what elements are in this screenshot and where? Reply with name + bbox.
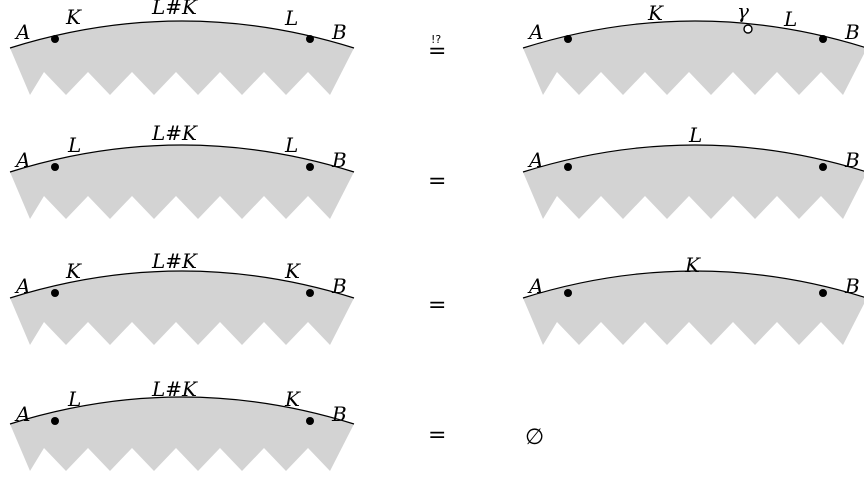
row-2-right-diagram: A L B bbox=[522, 123, 864, 219]
left-dot bbox=[564, 163, 572, 171]
label-mid: L#K bbox=[151, 377, 198, 401]
label-mid: L#K bbox=[151, 0, 198, 19]
relation-mark: !? bbox=[431, 33, 441, 46]
label-left-dot: K bbox=[65, 259, 82, 283]
left-dot bbox=[51, 417, 59, 425]
row-3: A K L#K K B = A K B bbox=[9, 249, 864, 345]
label-b: B bbox=[331, 402, 347, 426]
label-2: L bbox=[783, 7, 797, 31]
right-dot bbox=[819, 289, 827, 297]
row-3-right-diagram: A K B bbox=[522, 253, 864, 345]
right-dot bbox=[306, 417, 314, 425]
open-dot bbox=[743, 24, 753, 34]
label-a: A bbox=[14, 274, 30, 298]
right-dot bbox=[306, 289, 314, 297]
left-dot bbox=[564, 289, 572, 297]
row-2-left-diagram: A L L#K L B bbox=[9, 121, 355, 219]
relation-sign: = bbox=[428, 39, 446, 64]
label-left-dot: L bbox=[67, 387, 81, 411]
row-4: A L L#K K B = ∅ bbox=[9, 377, 544, 471]
label-b: B bbox=[331, 274, 347, 298]
shaded-region bbox=[523, 21, 864, 95]
row-1-right-diagram: A K γ L B bbox=[522, 0, 864, 95]
left-dot bbox=[564, 35, 572, 43]
label-left-dot: L bbox=[67, 133, 81, 157]
label-1: L bbox=[688, 123, 702, 147]
label-mid: L#K bbox=[151, 121, 198, 145]
label-a: A bbox=[527, 274, 543, 298]
row-2: A L L#K L B = A L B bbox=[9, 121, 864, 219]
label-1: K bbox=[684, 253, 701, 277]
left-dot bbox=[51, 35, 59, 43]
empty-set-symbol: ∅ bbox=[525, 425, 544, 450]
label-right-dot: K bbox=[284, 259, 301, 283]
right-dot bbox=[819, 35, 827, 43]
label-b: B bbox=[331, 148, 347, 172]
right-dot bbox=[819, 163, 827, 171]
label-mid: L#K bbox=[151, 249, 198, 273]
row-1-left-diagram: A K L#K L B bbox=[9, 0, 355, 95]
shaded-region bbox=[10, 21, 354, 95]
label-a: A bbox=[527, 148, 543, 172]
row-1: A K L#K L B !? = A K γ L B bbox=[9, 0, 864, 95]
label-b: B bbox=[844, 274, 860, 298]
label-b: B bbox=[844, 20, 860, 44]
label-b: B bbox=[844, 148, 860, 172]
shaded-region bbox=[10, 397, 354, 471]
row-1-relation: !? = bbox=[428, 33, 446, 64]
label-left-dot: K bbox=[65, 5, 82, 29]
relation-sign: = bbox=[428, 293, 446, 318]
row-3-left-diagram: A K L#K K B bbox=[9, 249, 355, 345]
right-dot bbox=[306, 163, 314, 171]
left-dot bbox=[51, 289, 59, 297]
label-right-dot: K bbox=[284, 387, 301, 411]
label-1: K bbox=[647, 1, 664, 25]
label-right-dot: L bbox=[284, 6, 298, 30]
label-right-dot: L bbox=[284, 133, 298, 157]
relation-sign: = bbox=[428, 169, 446, 194]
label-a: A bbox=[14, 20, 30, 44]
label-b: B bbox=[331, 20, 347, 44]
shaded-region bbox=[10, 271, 354, 345]
label-a: A bbox=[14, 402, 30, 426]
label-a: A bbox=[14, 148, 30, 172]
right-dot bbox=[306, 35, 314, 43]
label-gamma: γ bbox=[737, 0, 749, 23]
shaded-region bbox=[523, 271, 864, 345]
left-dot bbox=[51, 163, 59, 171]
row-4-left-diagram: A L L#K K B bbox=[9, 377, 355, 471]
label-a: A bbox=[527, 20, 543, 44]
relation-sign: = bbox=[428, 423, 446, 448]
shaded-region bbox=[10, 145, 354, 219]
shaded-region bbox=[523, 145, 864, 219]
